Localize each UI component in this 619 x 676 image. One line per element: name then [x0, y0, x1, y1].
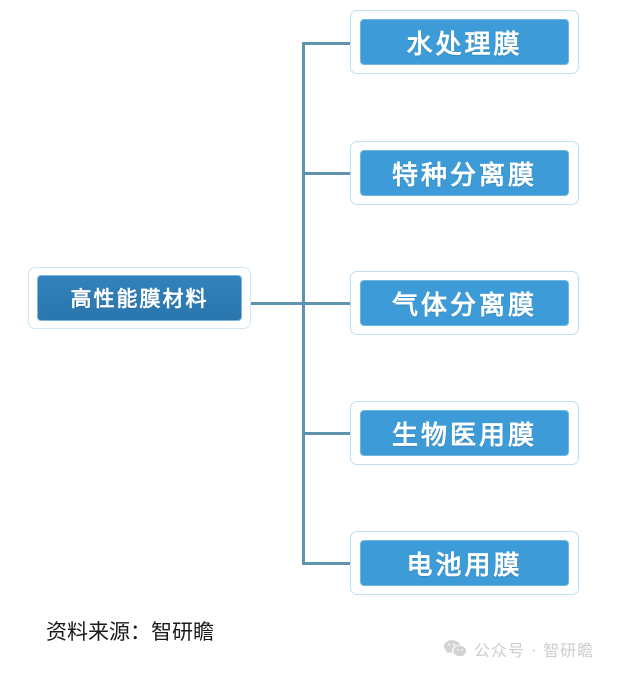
node-1-label: 水处理膜 [406, 28, 523, 59]
watermark: 公众号 · 智研瞻 [443, 637, 594, 661]
node-5-label: 电池用膜 [406, 549, 523, 580]
connector-branch-3 [302, 302, 352, 305]
node-3-label: 气体分离膜 [391, 289, 537, 320]
connector-branch-4 [302, 432, 352, 435]
node-root[interactable]: 高性能膜材料 [28, 267, 251, 329]
node-5-fill: 电池用膜 [360, 540, 569, 586]
node-root-label: 高性能膜材料 [70, 288, 209, 311]
wechat-icon [443, 639, 467, 659]
connector-root-to-trunk [250, 302, 304, 305]
node-2-label: 特种分离膜 [391, 159, 537, 190]
connector-branch-5 [302, 562, 352, 565]
node-4-fill: 生物医用膜 [360, 410, 569, 456]
watermark-text: 公众号 · 智研瞻 [474, 641, 595, 660]
node-water-treatment-membrane[interactable]: 水处理膜 [350, 10, 579, 74]
node-special-separation-membrane[interactable]: 特种分离膜 [350, 141, 579, 205]
node-gas-separation-membrane[interactable]: 气体分离膜 [350, 271, 579, 335]
node-biomedical-membrane[interactable]: 生物医用膜 [350, 401, 579, 465]
node-4-label: 生物医用膜 [391, 419, 537, 450]
node-3-fill: 气体分离膜 [360, 280, 569, 326]
node-battery-membrane[interactable]: 电池用膜 [350, 531, 579, 595]
node-2-fill: 特种分离膜 [360, 150, 569, 196]
connector-branch-2 [302, 172, 352, 175]
connector-branch-1 [302, 42, 352, 45]
node-1-fill: 水处理膜 [360, 19, 569, 65]
source-note: 资料来源：智研瞻 [46, 620, 214, 644]
node-root-fill: 高性能膜材料 [37, 275, 242, 321]
